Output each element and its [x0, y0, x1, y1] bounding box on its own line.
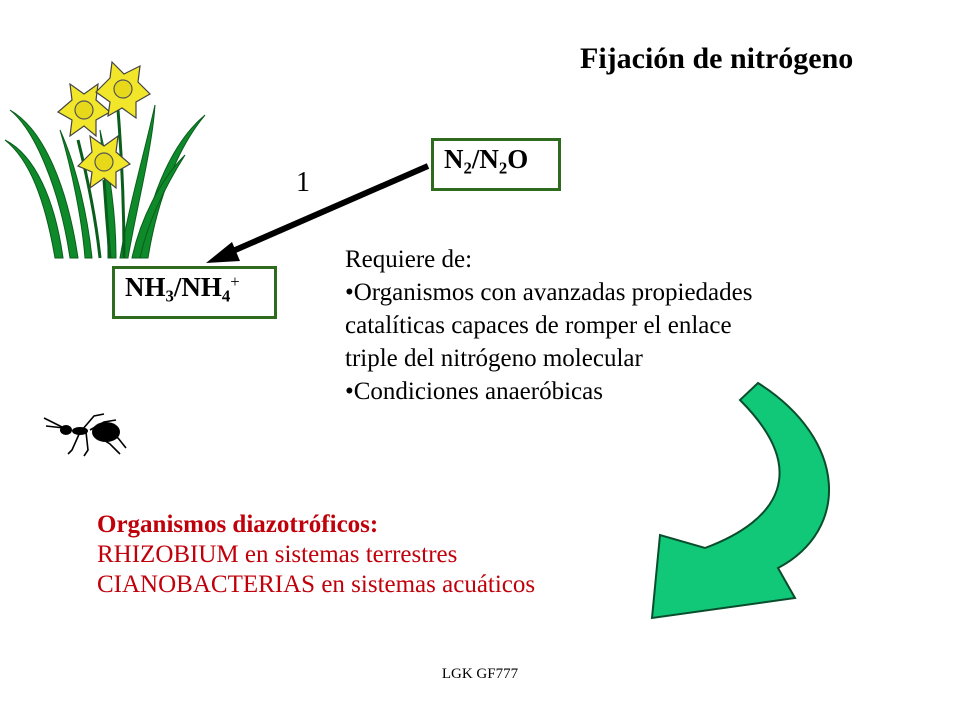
ant-icon: [43, 413, 127, 457]
daffodil-plant-icon: [4, 60, 206, 259]
organisms-text: Organismos diazotróficos: RHIZOBIUM en s…: [97, 510, 535, 600]
n2-n2o-box: N2/N2O: [431, 138, 561, 191]
requirements-text: Requiere de: •Organismos con avanzadas p…: [345, 243, 925, 408]
organisms-heading: Organismos diazotróficos:: [97, 511, 379, 538]
requirements-line: triple del nitrógeno molecular: [345, 345, 643, 372]
requirements-line: •Organismos con avanzadas propiedades: [345, 279, 753, 306]
organisms-line: RHIZOBIUM en sistemas terrestres: [97, 541, 458, 568]
footer-label: LGK GF777: [441, 666, 519, 682]
requirements-heading: Requiere de:: [345, 246, 473, 273]
organisms-line: CIANOBACTERIAS en sistemas acuáticos: [97, 571, 536, 598]
requirements-line: catalíticas capaces de romper el enlace: [345, 312, 732, 339]
requirements-line: •Condiciones anaeróbicas: [345, 378, 603, 405]
page-title: Fijación de nitrógeno: [580, 42, 854, 75]
step-number: 1: [296, 167, 310, 198]
nh3-nh4-box: NH3/NH4+: [112, 266, 277, 319]
